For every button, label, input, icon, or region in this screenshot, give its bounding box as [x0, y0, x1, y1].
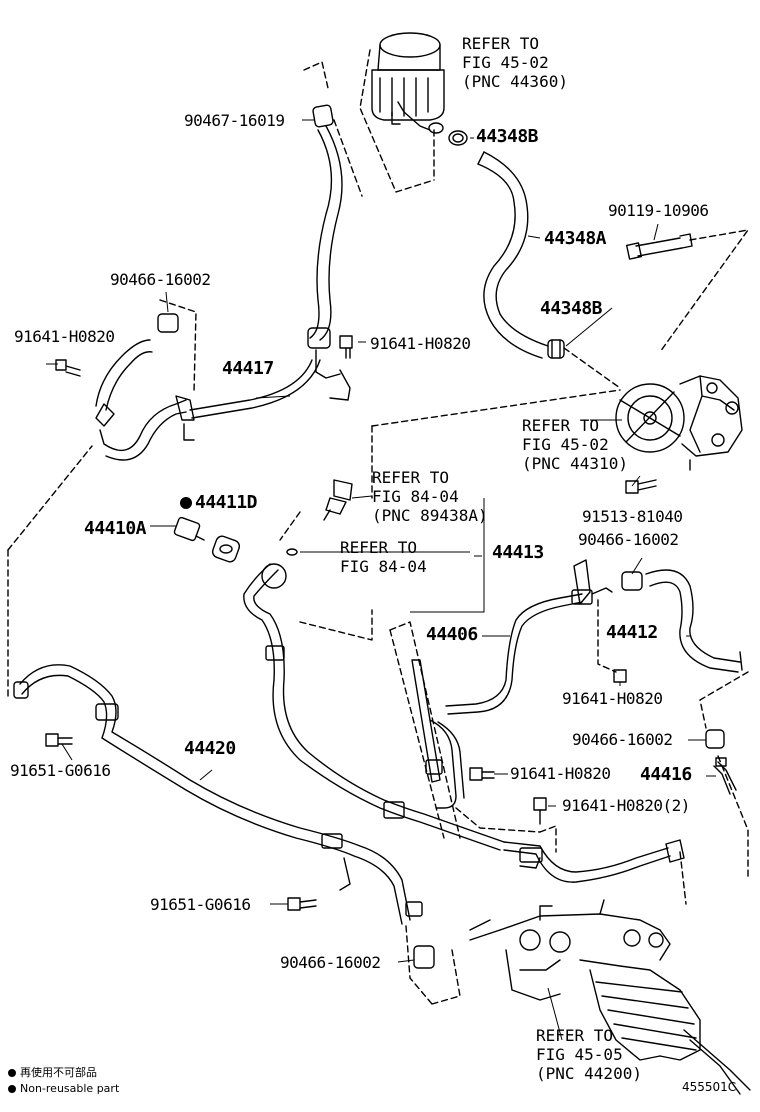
part-label-44413[interactable]: 44413 — [492, 542, 544, 563]
bolt-90119-drawing — [625, 233, 693, 260]
pressure-switch-drawing — [323, 479, 353, 521]
ref-line: (PNC 44310) — [522, 454, 628, 473]
legend-text: Non-reusable part — [20, 1082, 120, 1095]
ref-line: FIG 84-04 — [340, 557, 427, 576]
ref-line: REFER TO — [522, 416, 600, 435]
part-label-91641-h0820-b[interactable]: 91641-H0820 — [370, 334, 471, 353]
part-label-91641-h0820-2[interactable]: 91641-H0820(2) — [562, 796, 690, 815]
part-label-91513-81040[interactable]: 91513-81040 — [582, 507, 683, 526]
figure-id: 455501C — [682, 1080, 737, 1094]
ref-line: REFER TO — [462, 34, 540, 53]
part-label-91641-h0820-d[interactable]: 91641-H0820 — [510, 764, 611, 783]
part-number: 44411D — [195, 492, 258, 513]
ref-fig-45-02-reservoir[interactable]: REFER TO FIG 45-02 (PNC 44360) — [462, 34, 568, 91]
hose-44348a-outer2 — [477, 163, 543, 359]
part-label-90467-16019[interactable]: 90467-16019 — [184, 111, 285, 130]
part-label-44420[interactable]: 44420 — [184, 738, 236, 759]
part-label-44417[interactable]: 44417 — [222, 358, 274, 379]
part-label-44348b-mid[interactable]: 44348B — [540, 298, 603, 319]
part-label-44348b-top[interactable]: 44348B — [476, 126, 539, 147]
part-label-44412[interactable]: 44412 — [606, 622, 658, 643]
part-label-44348a[interactable]: 44348A — [544, 228, 607, 249]
reservoir-drawing — [371, 32, 445, 134]
ref-fig-84-04-oring[interactable]: REFER TO FIG 84-04 — [340, 538, 427, 576]
reservoir-dashed-frame — [359, 49, 435, 193]
part-label-44416[interactable]: 44416 — [640, 764, 692, 785]
ref-line: FIG 45-05 — [536, 1045, 623, 1064]
part-label-90466-16002-a[interactable]: 90466-16002 — [110, 270, 211, 289]
ref-line: REFER TO — [536, 1026, 614, 1045]
ref-fig-45-02-pump[interactable]: REFER TO FIG 45-02 (PNC 44310) — [522, 416, 628, 473]
ref-line: FIG 45-02 — [522, 435, 609, 454]
ref-line: FIG 84-04 — [372, 487, 459, 506]
legend-en: Non-reusable part — [8, 1082, 119, 1095]
ref-line: (PNC 44200) — [536, 1064, 642, 1083]
part-44410a-drawing — [173, 516, 205, 542]
part-label-90466-16002-d[interactable]: 90466-16002 — [280, 953, 381, 972]
non-reusable-dot-icon — [8, 1069, 16, 1077]
part-label-44406[interactable]: 44406 — [426, 624, 478, 645]
ref-line: (PNC 44360) — [462, 72, 568, 91]
ref-line: REFER TO — [372, 468, 450, 487]
non-reusable-dot-icon — [8, 1085, 16, 1093]
part-label-90119-10906[interactable]: 90119-10906 — [608, 201, 709, 220]
clamp-44348b-top — [448, 130, 468, 146]
non-reusable-bullet-icon — [180, 497, 192, 509]
part-label-91651-g0616-a[interactable]: 91651-G0616 — [10, 761, 111, 780]
part-label-44411d[interactable]: 44411D — [180, 492, 258, 513]
ref-line: REFER TO — [340, 538, 418, 557]
part-label-90466-16002-c[interactable]: 90466-16002 — [572, 730, 673, 749]
ref-fig-45-05-gear[interactable]: REFER TO FIG 45-05 (PNC 44200) — [536, 1026, 642, 1083]
part-label-90466-16002-b[interactable]: 90466-16002 — [578, 530, 679, 549]
part-label-91651-g0616-b[interactable]: 91651-G0616 — [150, 895, 251, 914]
part-label-91641-h0820-c[interactable]: 91641-H0820 — [562, 689, 663, 708]
legend-text: 再使用不可部品 — [20, 1066, 97, 1079]
steering-gear-drawing — [469, 899, 751, 1095]
legend-jp: 再使用不可部品 — [8, 1064, 97, 1080]
part-label-91641-h0820-a[interactable]: 91641-H0820 — [14, 327, 115, 346]
hose-44417-upper-a — [319, 125, 343, 341]
bolt-91513-drawing — [625, 479, 657, 494]
ref-line: FIG 45-02 — [462, 53, 549, 72]
ref-line: (PNC 89438A) — [372, 506, 488, 525]
hose-44348a-outer1 — [483, 151, 549, 347]
pump-drawing — [615, 375, 743, 471]
part-label-44410a[interactable]: 44410A — [84, 518, 147, 539]
o-ring — [286, 548, 298, 556]
part-44411d-drawing — [211, 535, 241, 563]
ref-fig-84-04-switch[interactable]: REFER TO FIG 84-04 (PNC 89438A) — [372, 468, 488, 525]
